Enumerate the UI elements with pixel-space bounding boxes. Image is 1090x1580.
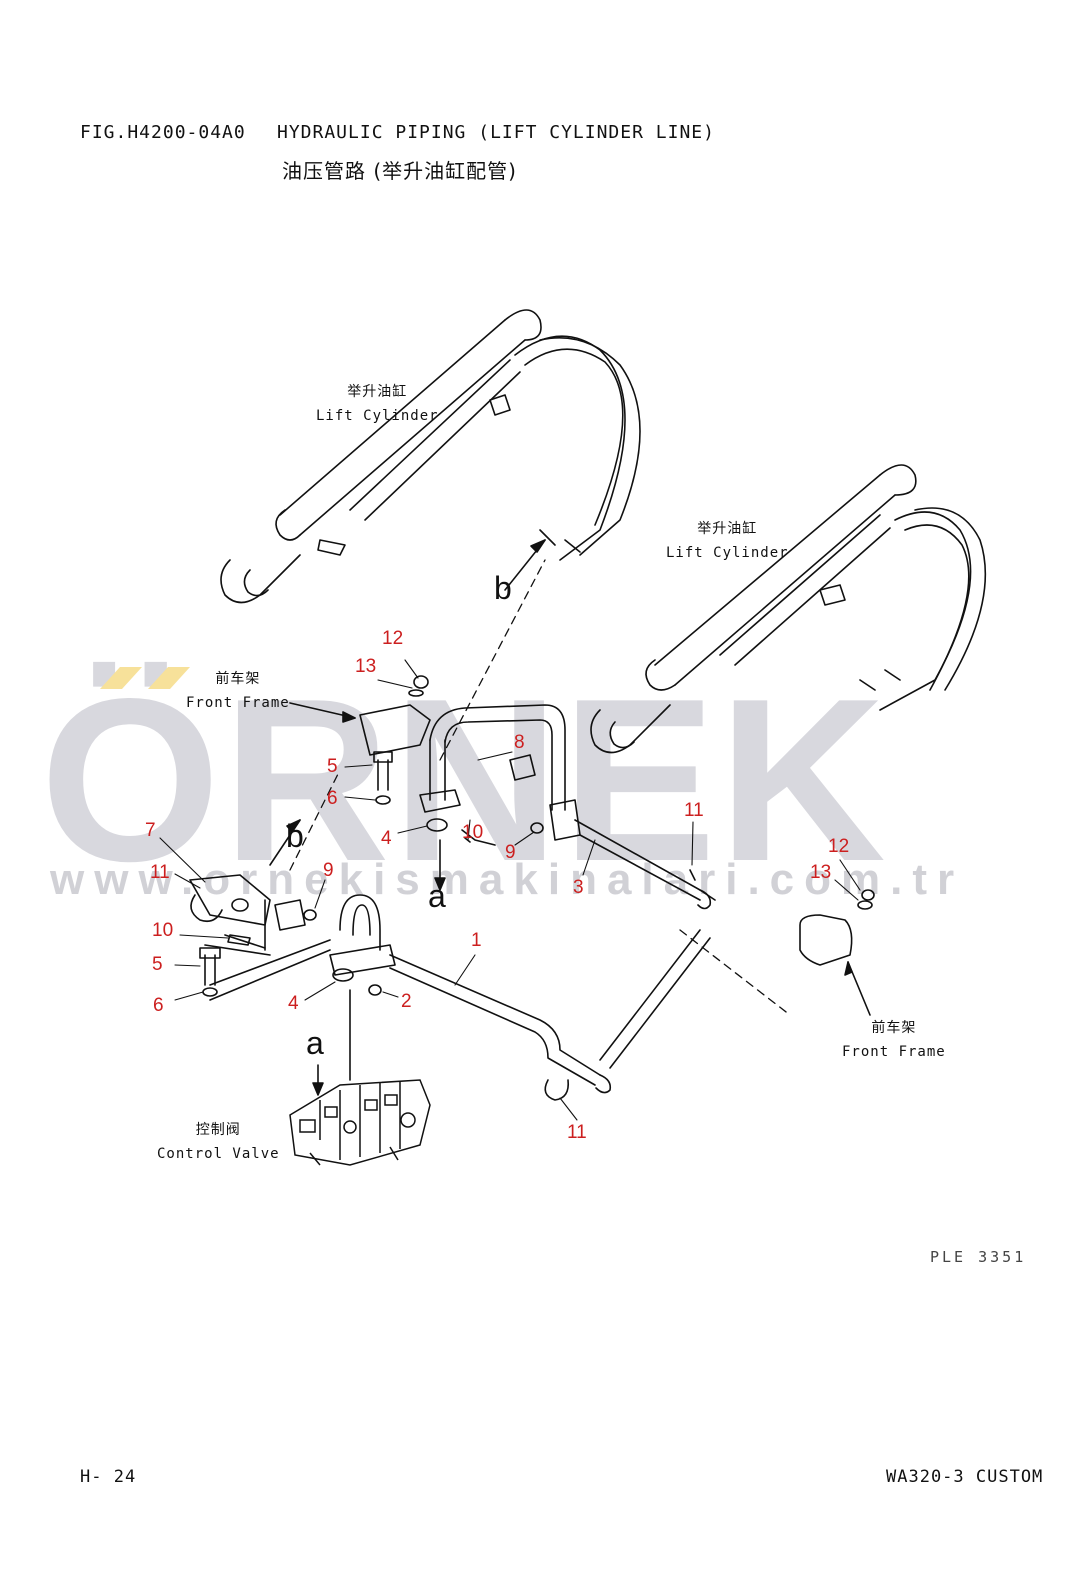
callout-8: 8 [514, 732, 525, 753]
callout-11-left: 11 [150, 862, 170, 883]
callout-13-right: 13 [810, 862, 832, 883]
callout-3: 3 [573, 877, 584, 898]
callout-13: 13 [355, 656, 377, 677]
label-lift-cylinder-left-cn: 举升油缸 [347, 384, 408, 400]
view-letter-a-lower: a [306, 1025, 324, 1061]
callout-9-left: 9 [323, 860, 334, 881]
label-control-valve-cn: 控制阀 [195, 1122, 241, 1138]
label-front-frame-right-cn: 前车架 [871, 1020, 917, 1036]
callout-6-left: 6 [153, 995, 164, 1016]
callout-5-left: 5 [152, 954, 163, 975]
label-front-frame-right-en: Front Frame [842, 1044, 946, 1060]
callout-2: 2 [401, 991, 412, 1012]
front-frame-right-bracket [799, 914, 871, 1016]
label-lift-cylinder-right: 举升油缸 Lift Cylinder [666, 517, 789, 565]
title-chinese: 油压管路 (举升油缸配管) [282, 159, 517, 183]
left-bracket-assembly [189, 874, 331, 1001]
arrow-a-lower-head [312, 1082, 324, 1096]
callout-leaders [159, 659, 861, 1121]
view-letter-a-upper: a [428, 878, 446, 914]
arrow-a-upper-head [434, 877, 446, 891]
small-parts [199, 675, 875, 1101]
label-control-valve: 控制阀 Control Valve [157, 1118, 280, 1166]
label-front-frame-right: 前车架 Front Frame [842, 1016, 946, 1064]
drawing-code: PLE 3351 [930, 1248, 1027, 1266]
lift-cylinder-right [590, 464, 917, 754]
page-number: H- 24 [80, 1467, 137, 1487]
pipe-3 [574, 819, 716, 901]
callout-4: 4 [381, 828, 392, 849]
callout-1: 1 [471, 930, 482, 951]
pipe-8-assembly [359, 704, 581, 841]
arrow-b-upper-head [530, 539, 546, 553]
figure-number: FIG.H4200-04A0 [80, 122, 246, 143]
callout-12: 12 [382, 628, 404, 649]
label-lift-cylinder-left: 举升油缸 Lift Cylinder [316, 380, 439, 428]
callout-5: 5 [327, 756, 338, 777]
control-valve-drawing [289, 1079, 431, 1166]
callout-11: 11 [684, 800, 704, 821]
pipe-3-end [697, 889, 712, 910]
callout-10-left: 10 [152, 920, 174, 941]
watermark-umlaut-icon [100, 667, 190, 689]
view-letter-b-lower: b [286, 818, 304, 854]
callout-9: 9 [505, 842, 516, 863]
title-english: HYDRAULIC PIPING (LIFT CYLINDER LINE) [277, 122, 715, 143]
label-lift-cylinder-right-en: Lift Cylinder [666, 545, 789, 561]
arrow-b-lower-head [286, 819, 301, 833]
label-lift-cylinder-left-en: Lift Cylinder [316, 408, 439, 424]
callout-10: 10 [462, 822, 484, 843]
label-control-valve-en: Control Valve [157, 1146, 280, 1162]
label-front-frame-left-en: Front Frame [186, 695, 290, 711]
pipe-1 [329, 894, 711, 1094]
callout-12-right: 12 [828, 836, 850, 857]
view-letter-b-upper: b [494, 570, 512, 606]
label-lift-cylinder-right-cn: 举升油缸 [697, 521, 758, 537]
hose-right [859, 507, 987, 711]
callout-7: 7 [145, 820, 156, 841]
lift-cylinder-left [220, 309, 542, 604]
model-name: WA320-3 CUSTOM [886, 1467, 1044, 1487]
callout-11-bottom: 11 [567, 1122, 587, 1143]
hose-left [514, 335, 641, 561]
callout-4-left: 4 [288, 993, 299, 1014]
label-front-frame-left-cn: 前车架 [215, 671, 261, 687]
callout-6: 6 [327, 788, 338, 809]
dashed-leaders [289, 559, 791, 1016]
label-front-frame-left: 前车架 Front Frame [186, 667, 290, 715]
